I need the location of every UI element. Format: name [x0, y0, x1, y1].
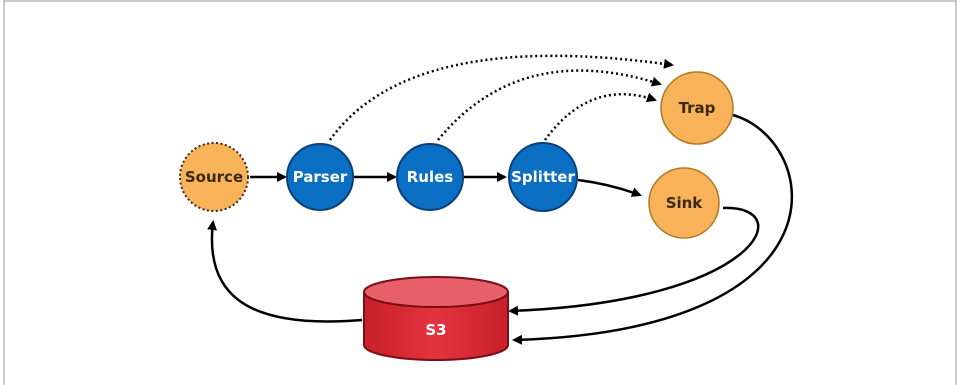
dotted-arrow-parser-to-trap: [328, 54, 674, 141]
source-node: Source: [179, 142, 249, 212]
s3-label: S3: [425, 321, 446, 339]
s3-cylinder-body: [363, 292, 509, 361]
rules-label: Rules: [407, 168, 454, 186]
rules-node: Rules: [396, 143, 464, 211]
splitter-node: Splitter: [508, 142, 578, 212]
parser-label: Parser: [293, 168, 348, 186]
sink-label: Sink: [666, 194, 704, 212]
trap-label: Trap: [679, 99, 716, 117]
trap-node: Trap: [660, 71, 734, 145]
splitter-label: Splitter: [511, 168, 575, 186]
source-label: Source: [185, 168, 243, 186]
arrow-s3-to-source: [207, 220, 363, 323]
s3-cylinder-top: [363, 276, 509, 308]
arrow-trap-to-s3: [512, 113, 793, 345]
parser-node: Parser: [286, 143, 354, 211]
dotted-arrow-splitter-to-trap: [543, 92, 657, 141]
arrow-sink-to-s3: [508, 206, 760, 316]
sink-node: Sink: [648, 167, 720, 239]
dotted-arrow-rules-to-trap: [437, 69, 662, 141]
arrow-splitter-to-sink: [577, 178, 642, 197]
s3-database: S3: [363, 276, 509, 361]
